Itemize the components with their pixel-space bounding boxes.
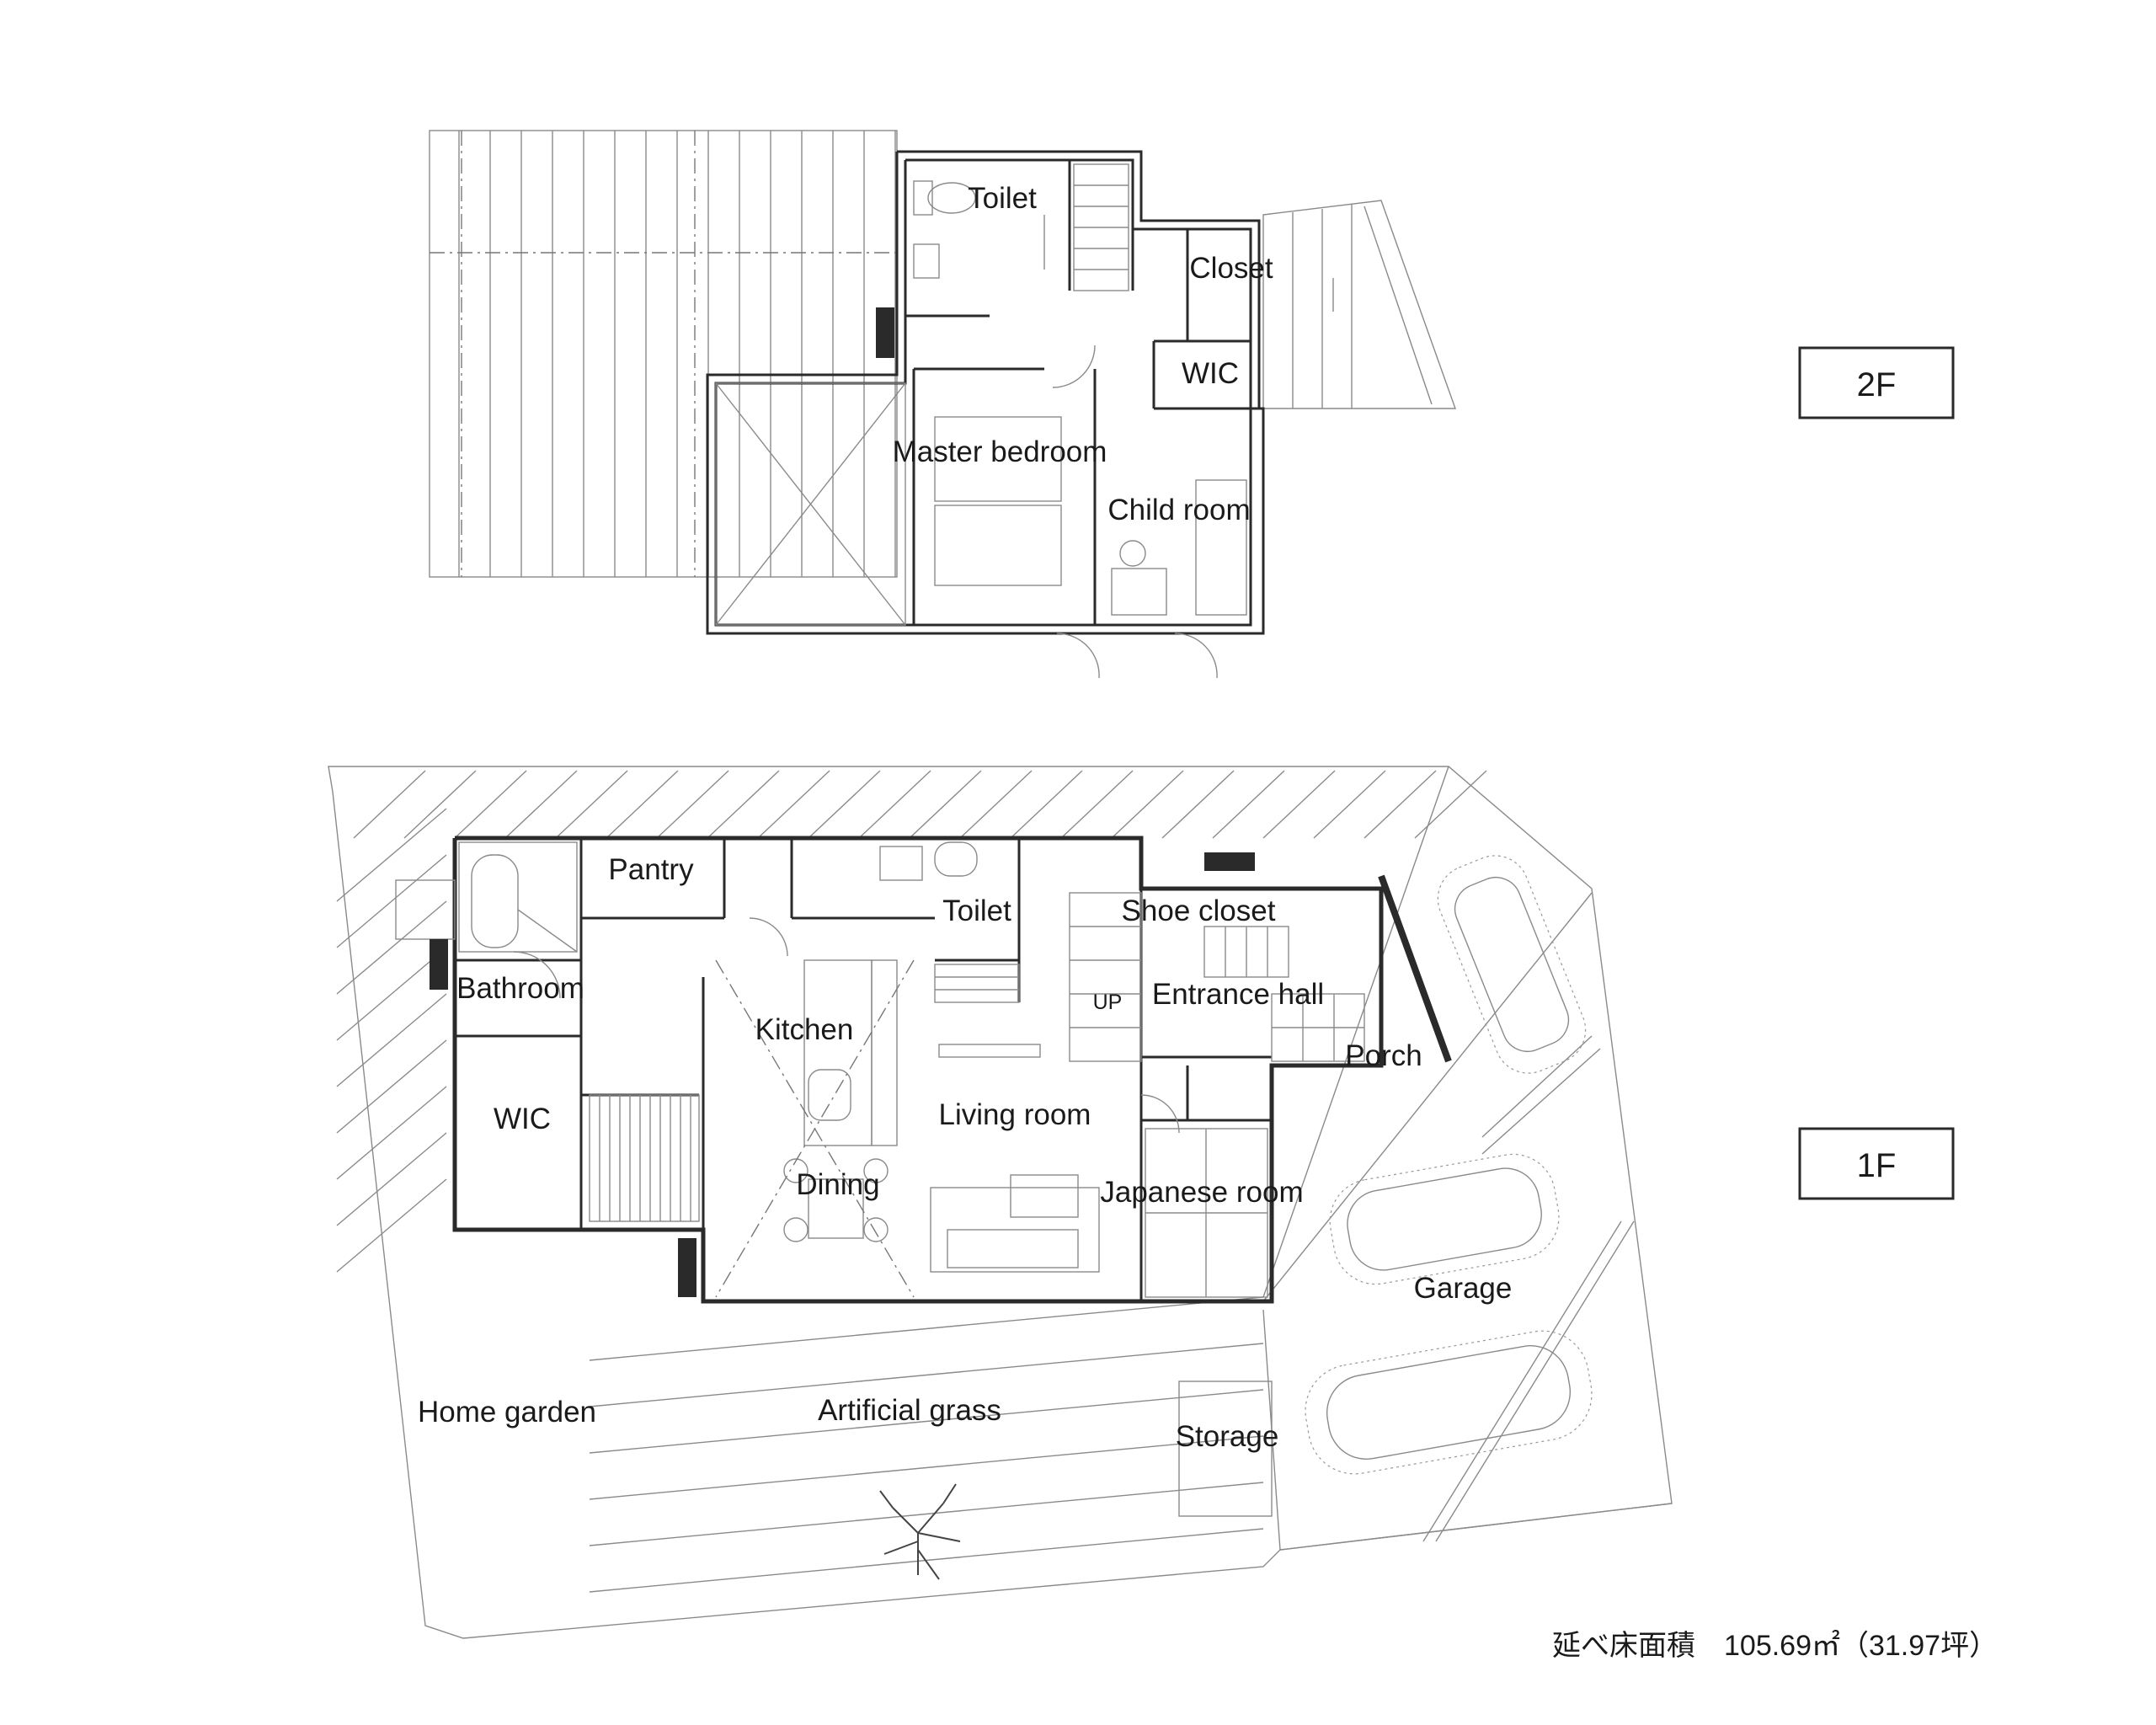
bathtub (395, 841, 578, 953)
floor-tag-2f-label: 2F (1857, 366, 1897, 403)
artificial-grass-lines (589, 1296, 1264, 1593)
car-garage-2 (1305, 1330, 1593, 1475)
total-floor-area-note: 延べ床面積 105.69㎡（31.97坪） (1552, 1630, 1998, 1662)
area-label-home-garden: Home garden (418, 1396, 596, 1429)
stair-up-mark: UP (1093, 991, 1123, 1014)
room-label-kitchen: Kitchen (755, 1013, 854, 1046)
ac-unit-living (678, 1238, 696, 1297)
room-label-living-room: Living room (939, 1098, 1091, 1131)
room-label-child-room: Child room (1107, 494, 1250, 526)
tatami-mats (1145, 1128, 1268, 1298)
room-label-garage: Garage (1414, 1272, 1513, 1305)
room-label-porch: Porch (1345, 1039, 1422, 1072)
room-label-shoe-closet: Shoe closet (1122, 895, 1276, 927)
room-label-2f-toilet: Toilet (968, 182, 1037, 215)
toilet-fixture-2f (913, 180, 976, 279)
ac-unit-shoe-closet (1204, 852, 1255, 871)
second-floor-walls (706, 150, 1265, 635)
room-label-master-bedroom: Master bedroom (893, 435, 1107, 468)
room-label-2f-wic: WIC (1182, 357, 1239, 390)
first-floor-plan (328, 766, 1673, 1639)
entrance-tiles (1203, 926, 1365, 1062)
room-label-bathroom: Bathroom (456, 972, 584, 1005)
area-label-artificial-grass: Artificial grass (818, 1394, 1001, 1427)
storage-shed (1178, 1381, 1273, 1517)
dining-table (715, 959, 915, 1298)
balcony-deck (429, 130, 898, 578)
room-label-2f-closet: Closet (1189, 252, 1273, 285)
second-floor-plan (429, 130, 1456, 679)
car-garage-1 (1329, 1153, 1560, 1285)
room-label-1f-toilet: Toilet (942, 895, 1011, 927)
room-label-1f-wic: WIC (494, 1103, 551, 1135)
child-bed (1111, 479, 1247, 616)
garden-tree (879, 1483, 961, 1580)
room-label-japanese-room: Japanese room (1100, 1176, 1303, 1209)
floor-tag-1f-label: 1F (1857, 1147, 1897, 1184)
ac-unit-bathroom (430, 939, 448, 990)
garage-drive (1262, 766, 1673, 1551)
first-floor-stairs (589, 892, 1142, 1222)
room-label-pantry: Pantry (608, 853, 694, 886)
floor-tag-1f: 1F (1798, 1127, 1955, 1200)
room-label-dining: Dining (796, 1168, 879, 1201)
side-deck (1262, 200, 1456, 409)
area-label-storage: Storage (1176, 1420, 1279, 1453)
floor-tag-2f: 2F (1798, 346, 1955, 419)
kitchen-counter (803, 841, 978, 1146)
ac-unit-2f (876, 307, 894, 358)
stairwell-void (715, 382, 906, 626)
room-label-entrance-hall: Entrance hall (1152, 978, 1324, 1011)
deck-hatch (336, 770, 1487, 1273)
master-bed (934, 416, 1062, 586)
car-parked-north (1437, 855, 1587, 1074)
living-sofa (930, 1044, 1100, 1273)
